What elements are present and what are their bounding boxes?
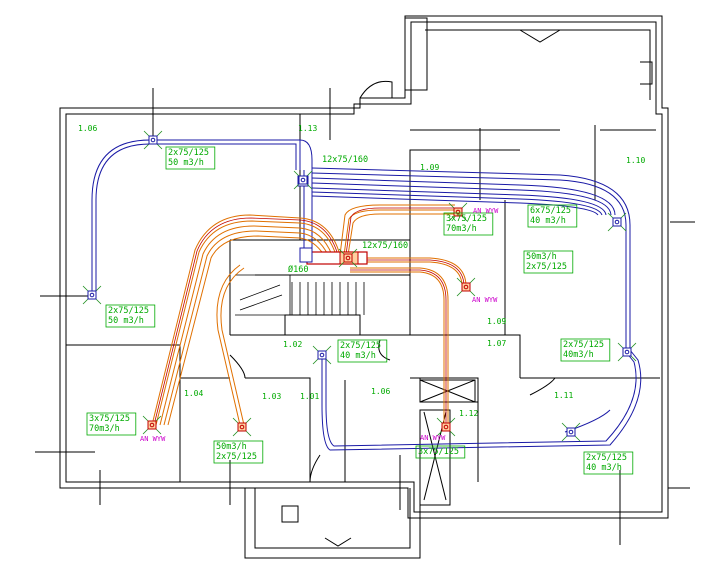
room-number-label: 1.12: [459, 409, 478, 418]
annotation-text: 6x75/125: [530, 206, 571, 216]
exhaust-ducts: [151, 204, 467, 426]
annotation-frame: [523, 250, 574, 274]
supply-diffuser-icon: [617, 342, 637, 362]
exhaust-anemostat-label: AN WYW: [140, 435, 166, 443]
annotation-text: 70m3/h: [446, 224, 477, 234]
annotation-text: 2x75/125: [586, 453, 627, 463]
duct-annotation: 3x75/125: [415, 445, 466, 459]
annotation-text: 70m3/h: [89, 424, 120, 434]
annotation-text: 2x75/125: [216, 452, 257, 462]
exhaust-duct-core: [153, 207, 465, 426]
annotation-text: Ø160: [288, 264, 308, 275]
exhaust-diffuser-icon: [436, 417, 456, 437]
exhaust-diffuser-icon: [456, 277, 476, 297]
supply-diffuser-icon: [561, 422, 581, 442]
annotation-text: 12x75/160: [362, 241, 408, 251]
annotation-text: 2x75/125: [108, 306, 149, 316]
annotation-frame: [105, 304, 156, 328]
room-number-label: 1.13: [298, 124, 317, 133]
duct-annotation: 12x75/160: [362, 241, 408, 251]
annotation-frame: [583, 451, 634, 475]
room-number-label: 1.10: [626, 156, 645, 165]
annotation-text: 40 m3/h: [340, 351, 376, 361]
annotation-text: 2x75/125: [168, 148, 209, 158]
supply-diffuser-icon: [312, 345, 332, 365]
annotation-text: 2x75/125: [563, 340, 604, 350]
annotation-text: 40 m3/h: [586, 463, 622, 473]
supply-diffuser-icon: [607, 212, 627, 232]
supply-diffuser-icon: [143, 130, 163, 150]
staircase: [235, 274, 365, 316]
room-number-label: 1.09: [420, 163, 439, 172]
room-number-label: 1.09: [487, 317, 506, 326]
annotation-text: 3x75/125: [89, 414, 130, 424]
room-number-label: 1.06: [371, 387, 390, 396]
annotation-text: 3x75/125: [446, 214, 487, 224]
annotation-frame: [443, 212, 494, 236]
room-number-label: 1.07: [487, 339, 506, 348]
supply-diffuser-icon: [82, 285, 102, 305]
room-number-label: 1.04: [184, 389, 203, 398]
exhaust-diffuser-icon: [448, 202, 468, 222]
annotation-text: 40 m3/h: [530, 216, 566, 226]
exhaust-anemostat-label: AN WYW: [473, 207, 499, 215]
exhaust-anemostat-label: AN WYW: [420, 434, 446, 442]
room-number-label: 1.06: [78, 124, 97, 133]
annotation-text: 2x75/125: [340, 341, 381, 351]
supply-ducts: [91, 139, 642, 451]
room-number-label: 1.11: [554, 391, 573, 400]
annotation-frame: [560, 338, 611, 362]
diffusers: [82, 130, 637, 442]
room-labels: 1.06 1.13 1.09 1.10 1.09 1.07 1.02 1.04 1.03 1.01…: [78, 124, 645, 418]
exhaust-diffuser-icon: [142, 415, 162, 435]
annotation-text: 3x75/125: [418, 447, 459, 457]
exhaust-diffuser-icon: [338, 248, 358, 268]
exhaust-diffuser-icon: [232, 417, 252, 437]
annotation-frame: [213, 440, 264, 464]
annotation-text: 50m3/h: [216, 442, 247, 452]
annotation-text: 12x75/160: [322, 155, 368, 165]
duct-annotation: Ø160: [288, 264, 308, 275]
annotation-text: 50m3/h: [526, 252, 557, 262]
supply-diffuser-icon: [293, 170, 313, 190]
annotation-frame: [527, 204, 578, 228]
exhaust-labels: AN WYW AN WYW AN WYW AN WYW: [140, 207, 499, 443]
annotation-frame: [337, 339, 388, 363]
annotation-frame: [415, 445, 466, 459]
annotation-text: 50 m3/h: [108, 316, 144, 326]
duct-annotation: 12x75/160: [322, 155, 368, 165]
annotation-text: 2x75/125: [526, 262, 567, 272]
building-walls: [35, 15, 695, 559]
room-number-label: 1.02: [283, 340, 302, 349]
exhaust-anemostat-label: AN WYW: [472, 296, 498, 304]
annotation-text: 40m3/h: [563, 350, 594, 360]
annotation-frame: [165, 146, 216, 170]
room-number-label: 1.03: [262, 392, 281, 401]
annotation-text: 50 m3/h: [168, 158, 204, 168]
annotation-frame: [86, 412, 137, 436]
room-number-label: 1.01: [300, 392, 319, 401]
